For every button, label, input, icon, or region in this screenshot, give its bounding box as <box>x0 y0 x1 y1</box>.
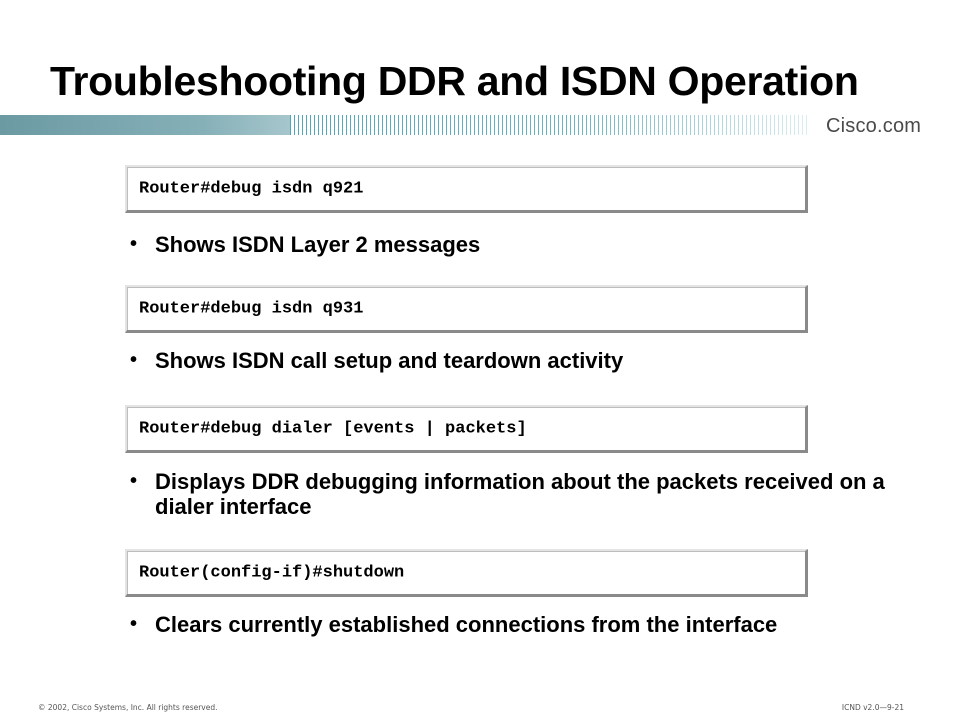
bullet-dot-icon: • <box>130 349 138 371</box>
bullet-text: Shows ISDN call setup and teardown activ… <box>155 348 624 373</box>
command-box-debug-isdn-q921: Router#debug isdn q921 <box>125 165 808 213</box>
header-band-gradient <box>0 115 290 135</box>
command-text: Router#debug isdn q931 <box>139 299 364 318</box>
command-text: Router(config-if)#shutdown <box>139 563 405 582</box>
bullet-dot-icon: • <box>130 470 138 492</box>
bullet-item: • Clears currently established connectio… <box>130 612 810 637</box>
slide-title: Troubleshooting DDR and ISDN Operation <box>50 58 859 104</box>
bullet-text: Shows ISDN Layer 2 messages <box>155 232 481 257</box>
command-text: Router#debug isdn q921 <box>139 179 364 198</box>
footer-course-id: ICND v2.0—9-21 <box>841 703 904 712</box>
header-band-stripes <box>290 115 810 135</box>
bullet-dot-icon: • <box>130 233 138 255</box>
command-box-debug-isdn-q931: Router#debug isdn q931 <box>125 285 808 333</box>
command-box-shutdown: Router(config-if)#shutdown <box>125 549 808 597</box>
command-box-debug-dialer: Router#debug dialer [events | packets] <box>125 405 808 453</box>
bullet-item: • Shows ISDN Layer 2 messages <box>130 232 890 257</box>
bullet-item: • Shows ISDN call setup and teardown act… <box>130 348 890 373</box>
bullet-text: Clears currently established connections… <box>155 612 778 637</box>
footer-copyright: © 2002, Cisco Systems, Inc. All rights r… <box>38 703 218 712</box>
command-text: Router#debug dialer [events | packets] <box>139 419 527 438</box>
header-band <box>0 115 960 135</box>
bullet-dot-icon: • <box>130 613 138 635</box>
cisco-logo: Cisco.com <box>826 115 922 137</box>
bullet-item: • Displays DDR debugging information abo… <box>130 469 890 519</box>
bullet-text: Displays DDR debugging information about… <box>155 469 885 519</box>
